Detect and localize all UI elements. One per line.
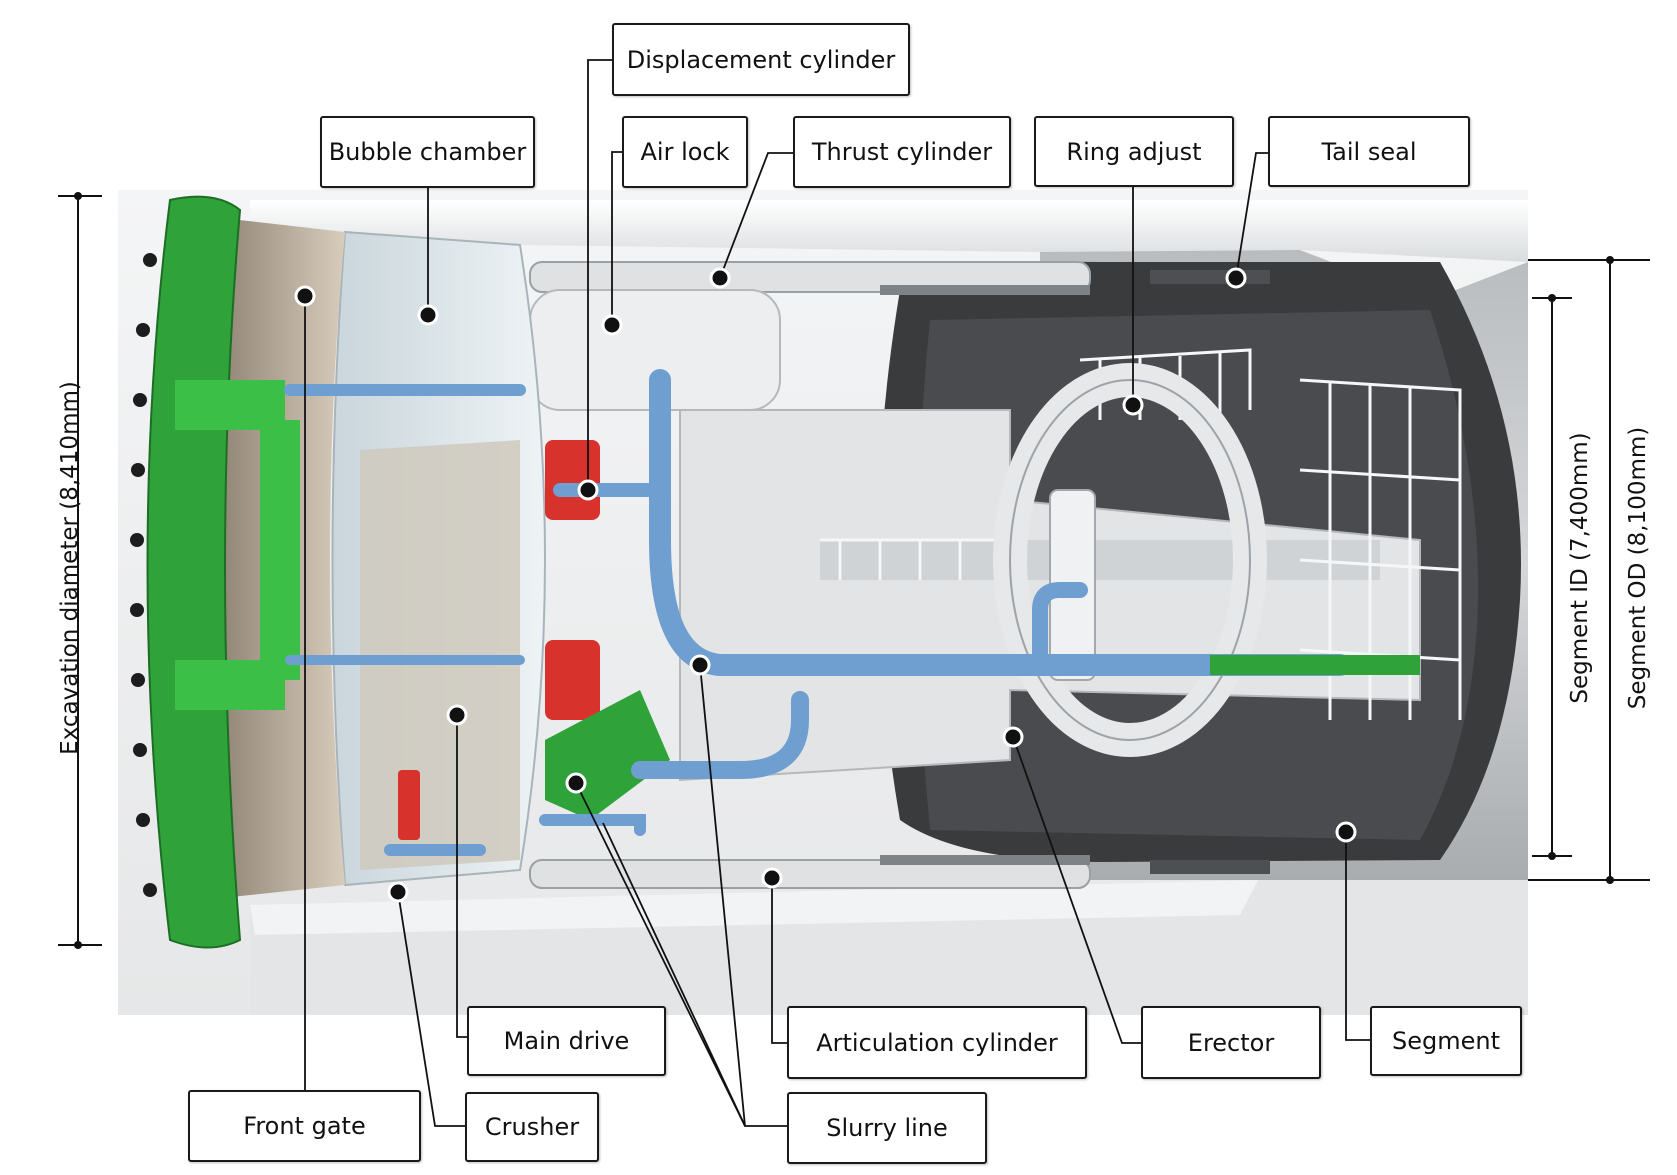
thrust-cylinder-bottom [529,859,1091,889]
segment-od-label: Segment OD (8,100mm) [1625,426,1651,710]
outer-shield-upper [250,200,1528,262]
callout-markers [294,267,1357,903]
marker-tail-seal [1225,267,1247,289]
segment-id-label: Segment ID (7,400mm) [1567,432,1593,704]
callout-bubble-chamber: Bubble chamber [320,116,535,188]
marker-crusher [387,881,409,903]
callout-displacement-cylinder: Displacement cylinder [612,23,910,96]
marker-thrust-cylinder [709,267,731,289]
callout-segment: Segment [1370,1006,1522,1076]
marker-segment [1335,821,1357,843]
main-drive-motors [398,440,600,840]
dimension-endpoints [74,192,1614,949]
gantry-deck [820,540,1380,580]
cutter-tools [130,253,157,897]
callout-thrust-cylinder: Thrust cylinder [793,116,1011,188]
thrust-cylinder-top [529,261,1091,293]
callout-air-lock: Air lock [622,116,748,188]
callout-front-gate: Front gate [188,1090,421,1162]
marker-slurry-line-2 [565,772,587,794]
callout-main-drive: Main drive [467,1006,666,1076]
thrust-cylinder-bottom-rod [880,855,1090,865]
excavation-diameter-label: Excavation diameter (8,410mm) [57,381,83,755]
callout-articulation-cylinder: Articulation cylinder [787,1006,1087,1079]
leader-lines [304,59,1370,1127]
callout-ring-adjust: Ring adjust [1034,116,1234,187]
dimension-lines [58,195,1650,946]
outer-shield-lower-highlight [250,880,1258,935]
thrust-cylinder-top-rod [880,285,1090,295]
callout-erector: Erector [1141,1006,1321,1079]
marker-main-drive [446,704,468,726]
marker-bubble-chamber [417,304,439,326]
marker-erector [1002,726,1024,748]
marker-ring-adjust [1122,394,1144,416]
marker-air-lock [601,314,623,336]
callout-slurry-line: Slurry line [787,1092,987,1164]
slurry-pipework [284,369,1351,856]
marker-front-gate [294,285,316,307]
cutterhead-spokes [175,380,300,710]
marker-displacement-cylinder [577,479,599,501]
erector-ring-edge [1009,379,1251,741]
callout-crusher: Crusher [465,1092,599,1162]
marker-articulation-cylinder [761,867,783,889]
callout-tail-seal: Tail seal [1268,116,1470,187]
marker-slurry-line [689,654,711,676]
